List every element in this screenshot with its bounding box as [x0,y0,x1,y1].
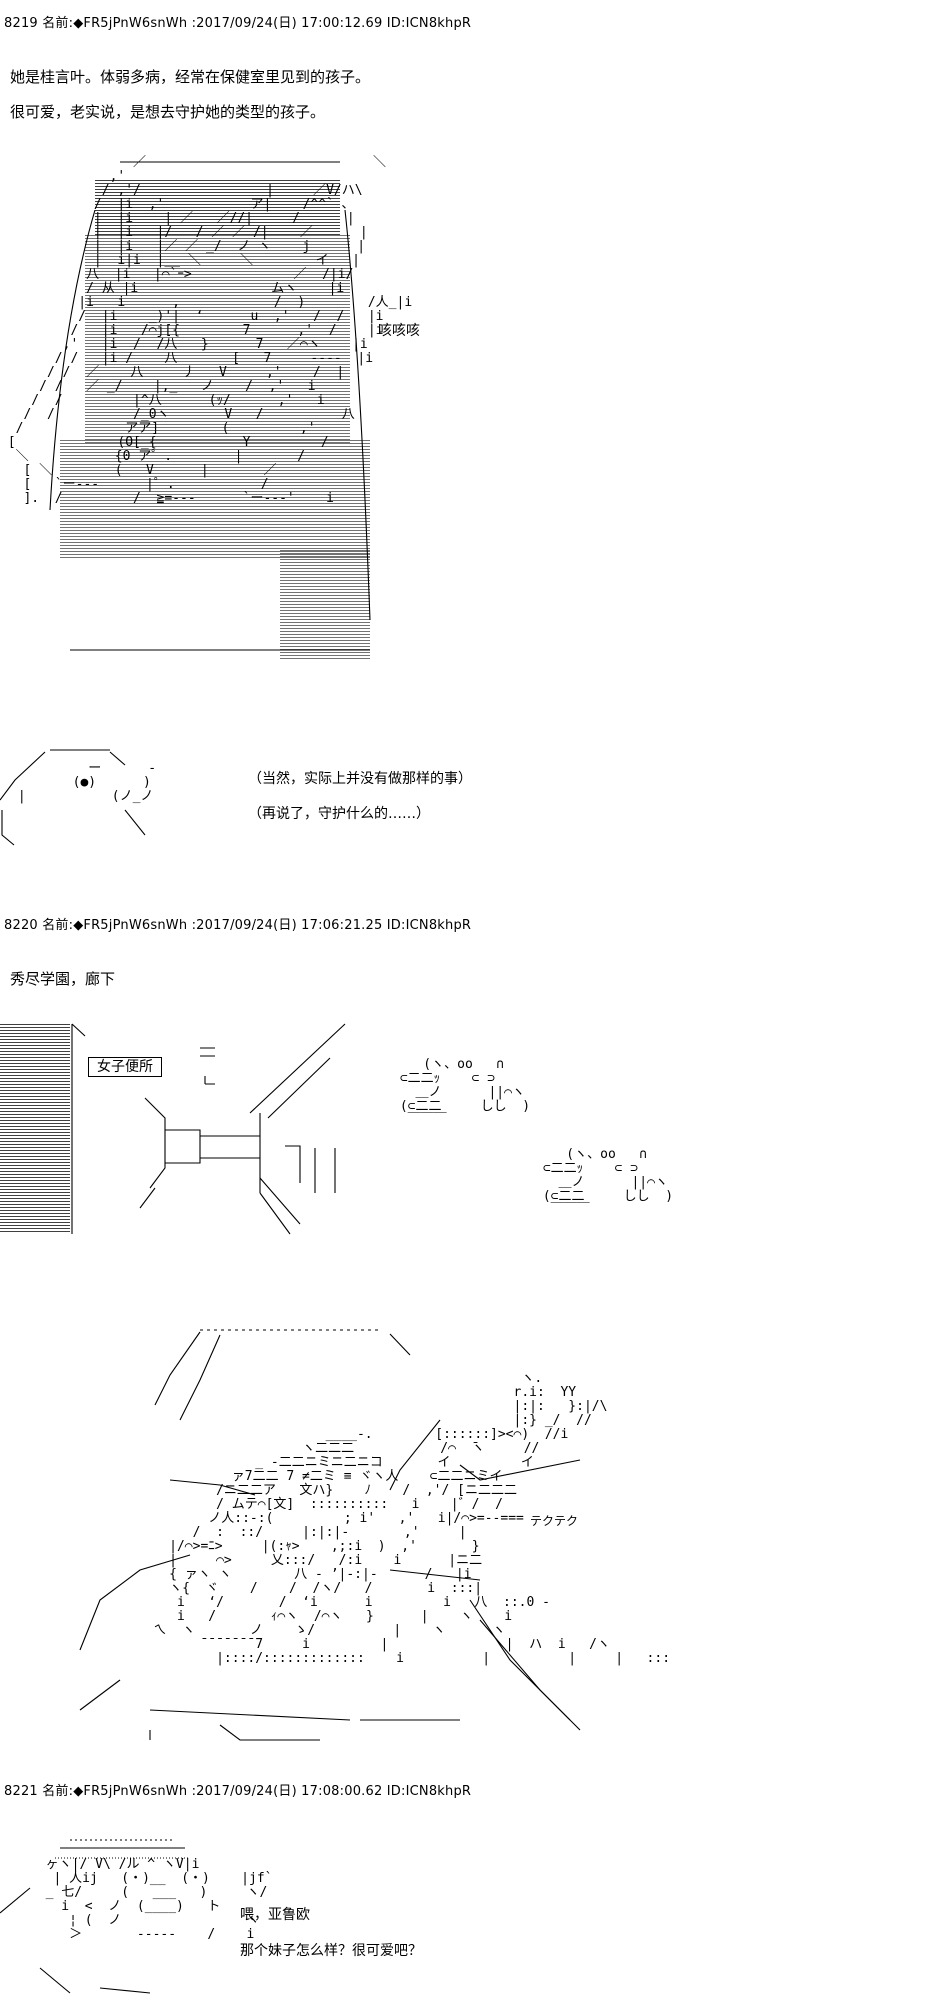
wall-shading [0,1024,70,1234]
ascii-art-small-face: ー - (●) ) | (ノ_ノ [0,740,180,850]
post-header-8221: 8221 名前:◆FR5jPnW6snWh :2017/09/24(日) 17:… [4,1784,472,1799]
ascii-footstep-sfx-1: (ヽ、oo ∩ ⊂二二ｯ ⊂ ⊃ ＿ノ ||⌒ヽ (⊂二二 しし ) ￣￣￣ [399,1057,531,1128]
body-shading [280,550,370,660]
headband-character-text: ヶヽ|/ V\ /ル ^ ヽV|i | 人ij (・)__ (・) |jf` _… [45,1857,273,1942]
small-face-outline [0,749,146,846]
narration-line-1: 她是桂言叶。体弱多病，经常在保健室里见到的孩子。 [10,68,371,86]
hair-strand-right [344,209,371,621]
narration-line-2: 很可爱，老实说，是想去守护她的类型的孩子。 [10,103,326,121]
small-face-text: ー - (●) ) | (ノ_ノ [17,761,157,804]
footstep-sfx: テクテク [530,1514,579,1528]
body-shading [60,440,370,560]
ascii-art-outline [49,161,371,651]
aside-line-1: （当然，实际上并没有做那样的事） [248,771,472,787]
ascii-footstep-sfx-2: (ヽ、oo ∩ ⊂二二ｯ ⊂ ⊃ ＿ノ ||⌒ヽ (⊂二二 しし ) ￣￣￣ [542,1147,674,1218]
walking-characters-text: ヽ. r.i: YY |:|: }:|/\ |:} _/ // [153,1371,671,1666]
walking-characters-outline [79,1329,581,1741]
aside-line-2: （再说了，守护什么的……） [248,806,430,822]
hair-shading [95,180,340,235]
ascii-art-headband-character: ヶヽ|/ V\ /ル ^ ヽV|i | 人ij (・)__ (・) |jf` _… [0,1828,273,2000]
dialogue-line-1: 喂，亚鲁欧 [240,1907,310,1923]
ascii-art-hallway: 女子便所 [0,1018,360,1238]
dialogue-line-2: 那个妹子怎么样？很可爱吧？ [240,1943,422,1959]
ascii-art-walking-characters: ヽ. r.i: YY |:|: }:|/\ |:} _/ // [60,1320,670,1750]
hair-strand [154,1331,201,1406]
location-caption: 秀尽学園，廊下 [10,970,116,988]
hair-shading [85,235,350,445]
post-header-8219: 8219 名前:◆FR5jPnW6snWh :2017/09/24(日) 17:… [4,16,472,31]
ascii-art-girl: ／ ＼ ,' / ,'/ | ／V/ハ\ / |i ,' ア| /^^` ､ |… [0,150,420,660]
post-header-8220: 8220 名前:◆FR5jPnW6snWh :2017/09/24(日) 17:… [4,918,472,933]
hair-strand-left [49,209,96,511]
hallway-lines [71,1023,346,1235]
cough-sfx: 咳咳咳 [378,323,420,339]
headband-character-outline [0,1839,190,1994]
restroom-sign: 女子便所 [88,1057,162,1077]
